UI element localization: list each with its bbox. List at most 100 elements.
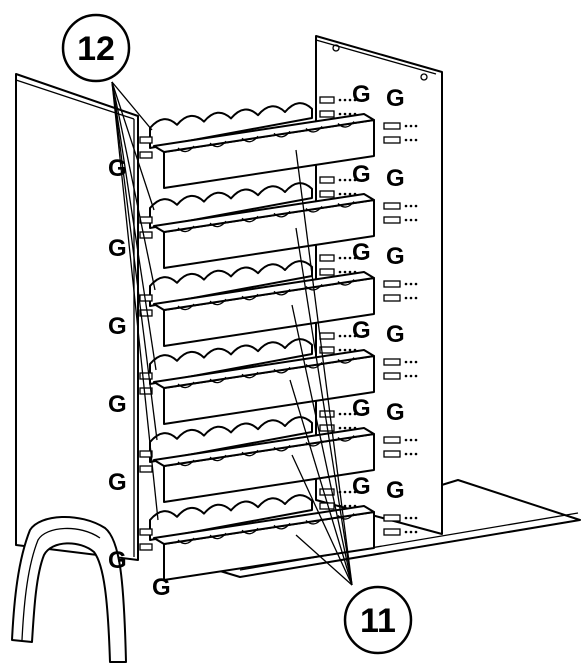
leader-lines-12 — [111, 81, 159, 521]
dowel — [319, 254, 335, 262]
back-wavy-rail — [149, 260, 313, 307]
fixing-dot — [338, 412, 342, 416]
dowel — [139, 216, 153, 224]
rail-scallop — [209, 454, 227, 462]
callout-12-label: 12 — [77, 30, 115, 68]
rail-scallop — [177, 537, 195, 545]
hardware-g-label: G — [386, 477, 405, 504]
rail-scallop — [209, 140, 227, 148]
fixing-dot — [414, 360, 418, 364]
hardware-g-label: G — [352, 395, 371, 422]
hardware-g-label: G — [352, 161, 371, 188]
back-wavy-rail — [149, 416, 313, 463]
fixing-dot — [414, 530, 418, 534]
fixing-dot — [409, 124, 413, 128]
fixing-dot — [348, 504, 352, 508]
rail-scallop — [273, 522, 291, 530]
fixing-dot — [409, 360, 413, 364]
rail-scallop — [337, 513, 355, 520]
rail-scallop — [337, 435, 355, 442]
fixing-dot — [404, 204, 408, 208]
dowel — [139, 528, 153, 536]
fixing-dot — [409, 296, 413, 300]
fixing-dot — [404, 360, 408, 364]
dowel — [139, 387, 153, 395]
back-wavy-rail — [149, 338, 313, 385]
fixing-dot — [343, 334, 347, 338]
fixing-dot — [414, 296, 418, 300]
hardware-g-label: G — [352, 317, 371, 344]
rail-scallop — [337, 357, 355, 364]
front-rail-top-face — [153, 113, 375, 153]
dowel — [319, 110, 335, 118]
fixing-dot — [343, 270, 347, 274]
dowel — [319, 96, 335, 104]
fixing-dot — [414, 204, 418, 208]
rail-scallop — [273, 130, 291, 138]
fixing-dot — [343, 178, 347, 182]
fixing-dot — [353, 98, 357, 102]
fixing-dot — [414, 282, 418, 286]
hardware-g-label: G — [386, 321, 405, 348]
fixing-dot — [348, 490, 352, 494]
rail-scallop — [273, 444, 291, 452]
hardware-g-label: G — [386, 243, 405, 270]
fixing-dot — [348, 334, 352, 338]
rail-scallop — [241, 371, 259, 379]
dowel — [383, 436, 401, 444]
fixing-dot — [353, 426, 357, 430]
fixing-dot — [348, 178, 352, 182]
leader-lines-11 — [289, 149, 353, 586]
rail-scallop — [177, 225, 195, 233]
fixing-dot — [404, 138, 408, 142]
callout-11-label: 11 — [360, 602, 396, 640]
fixing-dot — [353, 256, 357, 260]
front-rail-top-face — [153, 271, 375, 311]
rack-level — [139, 176, 418, 269]
back-wavy-rail — [149, 102, 313, 149]
rail-scallop — [241, 293, 259, 301]
fixing-dot — [404, 530, 408, 534]
rail-scallop — [305, 361, 323, 369]
fixing-dot — [338, 192, 342, 196]
fixing-dot — [338, 112, 342, 116]
fixing-dot — [414, 452, 418, 456]
rail-scallop — [241, 527, 259, 535]
fixing-dot — [353, 412, 357, 416]
dowel — [319, 176, 335, 184]
fixing-dot — [414, 124, 418, 128]
fixing-dot — [343, 426, 347, 430]
back-wavy-rail — [149, 182, 313, 229]
fixing-dot — [348, 98, 352, 102]
hardware-g-label: G — [386, 165, 405, 192]
fixing-dot — [338, 348, 342, 352]
dowel — [383, 514, 401, 522]
dowel — [139, 151, 153, 159]
fixing-dot — [414, 374, 418, 378]
dowel — [383, 358, 401, 366]
rail-scallop — [209, 298, 227, 306]
left-side-panel — [15, 73, 139, 561]
fixing-dot — [414, 218, 418, 222]
fixing-dot — [338, 270, 342, 274]
rail-scallop — [337, 201, 355, 208]
dowel — [383, 136, 401, 144]
fixing-dot — [343, 192, 347, 196]
fixing-dot — [409, 374, 413, 378]
dowel — [139, 450, 153, 458]
fixing-dot — [343, 98, 347, 102]
fixing-dot — [353, 490, 357, 494]
rail-scallop — [241, 135, 259, 143]
fixing-dot — [353, 112, 357, 116]
callout-12: 12 — [61, 13, 131, 83]
fixing-dot — [343, 412, 347, 416]
rail-scallop — [177, 459, 195, 467]
dowel — [319, 268, 335, 276]
fixing-dot — [404, 124, 408, 128]
dowel — [139, 136, 153, 144]
front-rail-top-face — [153, 193, 375, 233]
dowel — [139, 372, 153, 380]
rail-scallop — [209, 532, 227, 540]
fixing-dot — [343, 504, 347, 508]
